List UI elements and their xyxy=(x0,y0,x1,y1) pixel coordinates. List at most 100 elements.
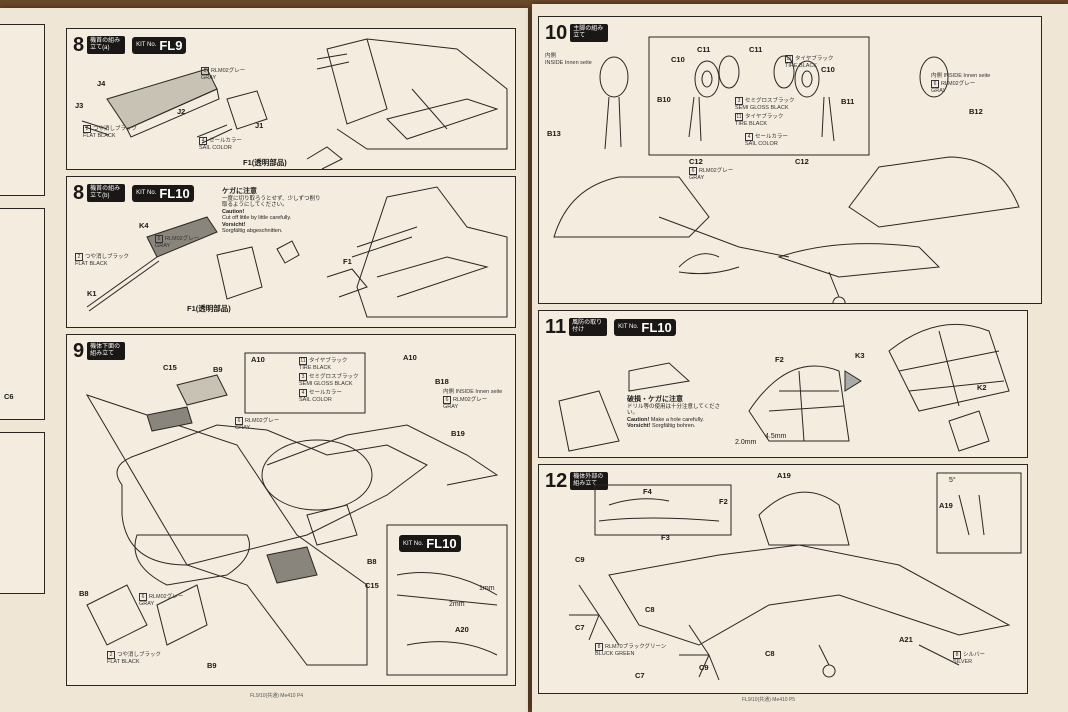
step-title: 機首の組み立て(a) xyxy=(87,36,126,54)
part-k2: K2 xyxy=(977,383,987,392)
part-c10-a: C10 xyxy=(671,55,685,64)
part-f2: F2 xyxy=(719,497,728,506)
caution-en: Make a hole carefully. xyxy=(650,416,704,423)
caution-jp: 一度に切り取ろうとせず、少しずつ削り取るようにしてください。 xyxy=(222,195,321,209)
angle-label: 5° xyxy=(949,477,956,484)
step-number: 10 xyxy=(545,22,568,44)
kit-prefix: KIT No. xyxy=(136,190,157,196)
step-title: 機首の組み立て(b) xyxy=(87,184,126,202)
part-c8-a: C8 xyxy=(645,605,655,614)
step-number: 8 xyxy=(73,34,85,56)
step-title: 主脚の組み立て xyxy=(570,24,609,42)
part-b9b: B9 xyxy=(207,661,217,670)
part-b11: B11 xyxy=(841,97,855,106)
part-b8: B8 xyxy=(367,557,377,566)
caution-de: Sorgfältig bohren. xyxy=(651,423,696,429)
part-c11-a: C11 xyxy=(697,45,711,54)
step-8b-drawing xyxy=(86,186,508,318)
step-title: 風防の取り付け xyxy=(569,318,608,336)
part-a21: A21 xyxy=(899,635,913,644)
part-k4: K4 xyxy=(139,221,149,230)
part-b13: B13 xyxy=(547,129,561,138)
part-f3: F3 xyxy=(661,533,670,542)
step-8b-panel: 8 機首の組み立て(b) KIT No.FL10 ケガに注意 一度に切り取ろうと… xyxy=(66,176,516,328)
caution-en-label: Caution! xyxy=(627,416,650,423)
part-c8-b: C8 xyxy=(765,649,775,658)
step-12-drawing xyxy=(569,472,1022,681)
step-8a-panel: 8 機首の組み立て(a) KIT No.FL9 J4 J3 J2 J1 F1(透 xyxy=(66,28,516,170)
step-9-drawing xyxy=(85,352,508,676)
step-8a-header: 8 機首の組み立て(a) KIT No.FL9 xyxy=(73,34,187,56)
edge-panel-middle xyxy=(0,208,45,420)
right-page: 10 主脚の組み立て C11 C11 C xyxy=(532,4,1068,712)
step-8b-header: 8 機首の組み立て(b) KIT No.FL10 xyxy=(73,183,194,203)
part-b10: B10 xyxy=(657,95,671,104)
part-c12-a: C12 xyxy=(689,157,703,166)
inset-dim-1mm: 1mm xyxy=(479,585,495,592)
dim-45mm: 4.5mm xyxy=(765,433,787,440)
kit-code: FL10 xyxy=(641,319,672,335)
caution-de-label: Vorsicht! xyxy=(222,221,246,228)
part-b19: B19 xyxy=(451,429,465,438)
step-10-header: 10 主脚の組み立て xyxy=(545,22,609,44)
part-f1: F1 xyxy=(343,257,352,266)
step-9-panel: 9 機体下面の組み立て C15 xyxy=(66,334,516,686)
kit-badge: KIT No.FL9 xyxy=(132,36,187,54)
part-a10-right: A10 xyxy=(403,353,417,362)
left-footer: FL9/10(共通) Me410 P4 xyxy=(250,693,304,699)
part-c10-b: C10 xyxy=(821,65,835,74)
part-c9-b: C9 xyxy=(699,663,709,672)
part-a19-b: A19 xyxy=(939,501,953,510)
caution-box: 破損・ケガに注意 ドリル等の使用は十分注意してください。 Caution! Ma… xyxy=(627,396,727,430)
caution-en: Cut off little by little carefully. xyxy=(222,215,292,221)
part-b9: B9 xyxy=(213,365,223,374)
part-c11-b: C11 xyxy=(749,45,763,54)
part-a10-left: A10 xyxy=(251,355,265,364)
part-c7-b: C7 xyxy=(635,671,645,680)
part-c12-b: C12 xyxy=(795,157,809,166)
step-10-drawing xyxy=(553,36,1020,303)
part-k3: K3 xyxy=(855,351,865,360)
part-c15b: C15 xyxy=(365,581,379,590)
step-8a-drawing xyxy=(81,38,508,169)
edge-part-c6: C6 xyxy=(4,392,14,401)
inset-kit-badge: KIT No.FL10 xyxy=(399,535,461,552)
part-f1-clear: F1(透明部品) xyxy=(187,304,231,313)
kit-badge: KIT No.FL10 xyxy=(132,184,194,202)
kit-code: FL10 xyxy=(426,536,457,551)
inset-part-a20: A20 xyxy=(455,625,469,634)
caution-de-label: Vorsicht! xyxy=(627,423,651,429)
part-j3: J3 xyxy=(75,101,84,110)
edge-panel-top xyxy=(0,24,45,196)
kit-prefix: KIT No. xyxy=(403,540,424,547)
part-c7-a: C7 xyxy=(575,623,585,632)
step-9-header: 9 機体下面の組み立て xyxy=(73,341,126,361)
part-b8b: B8 xyxy=(79,589,89,598)
caution-jp: ドリル等の使用は十分注意してください。 xyxy=(627,403,721,417)
caution-title: ケガに注意 xyxy=(222,188,257,195)
step-11-drawing xyxy=(558,323,1010,452)
part-f4: F4 xyxy=(643,487,652,496)
step-number: 8 xyxy=(73,182,85,204)
kit-prefix: KIT No. xyxy=(136,42,157,48)
caution-en-label: Caution! xyxy=(222,208,245,215)
part-k1: K1 xyxy=(87,289,97,298)
kit-code: FL10 xyxy=(159,185,190,201)
